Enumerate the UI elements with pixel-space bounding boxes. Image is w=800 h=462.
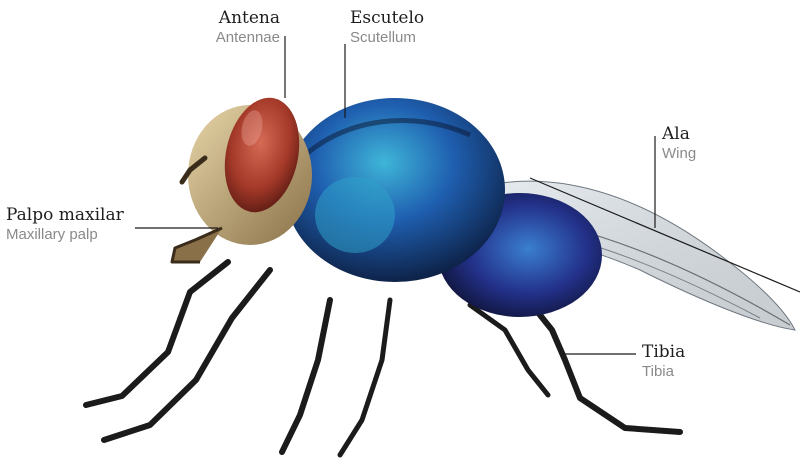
mid-leg	[282, 300, 330, 452]
label-wing: Ala Wing	[662, 126, 696, 161]
label-palp-en: Maxillary palp	[6, 227, 124, 242]
label-palp-pt: Palpo maxilar	[6, 207, 124, 224]
label-tibia-pt: Tibia	[642, 344, 685, 361]
mid-leg-2	[340, 300, 390, 455]
label-tibia: Tibia Tibia	[642, 344, 685, 379]
label-scutellum: Escutelo Scutellum	[350, 10, 424, 45]
label-wing-pt: Ala	[662, 126, 696, 143]
label-scutellum-pt: Escutelo	[350, 10, 424, 27]
label-wing-en: Wing	[662, 146, 696, 161]
label-tibia-en: Tibia	[642, 364, 685, 379]
label-antenna-en: Antennae	[216, 30, 280, 45]
hind-leg	[470, 305, 548, 395]
label-scutellum-en: Scutellum	[350, 30, 424, 45]
label-palp: Palpo maxilar Maxillary palp	[6, 207, 124, 242]
legs	[86, 262, 680, 455]
maxillary-palp	[172, 228, 222, 262]
thorax	[285, 98, 505, 282]
front-leg	[86, 262, 228, 405]
label-antenna: Antena Antennae	[216, 10, 280, 45]
label-antenna-pt: Antena	[216, 10, 280, 27]
